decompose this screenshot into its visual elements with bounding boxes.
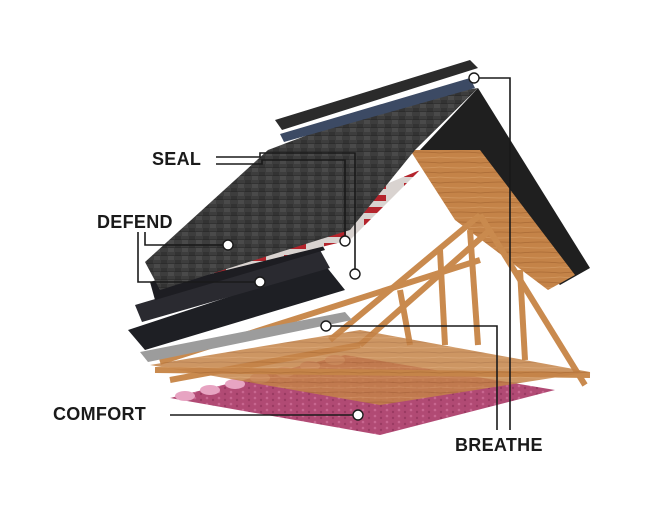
leader-lines [137, 77, 511, 430]
seal-dot-2 [339, 235, 351, 247]
underlayment-dark [128, 265, 345, 350]
breathe-label: BREATHE [455, 435, 543, 455]
seal-dot-1 [349, 268, 361, 280]
seal-label: SEAL [152, 149, 202, 169]
starter-strip [135, 250, 330, 322]
defend-label: DEFEND [97, 212, 173, 232]
breathe-dot-1 [320, 320, 332, 332]
drip-edge [140, 312, 352, 362]
roof-sheathing [410, 150, 575, 290]
ridge-vent [280, 78, 475, 142]
callout-dots [222, 72, 480, 421]
breathe-dot-2 [468, 72, 480, 84]
comfort-dot [352, 409, 364, 421]
ridge-cap-top [275, 60, 478, 130]
defend-dot-2 [254, 276, 266, 288]
ceiling-joists [150, 330, 590, 405]
defend-dot-1 [222, 239, 234, 251]
comfort-label: COMFORT [53, 404, 147, 424]
